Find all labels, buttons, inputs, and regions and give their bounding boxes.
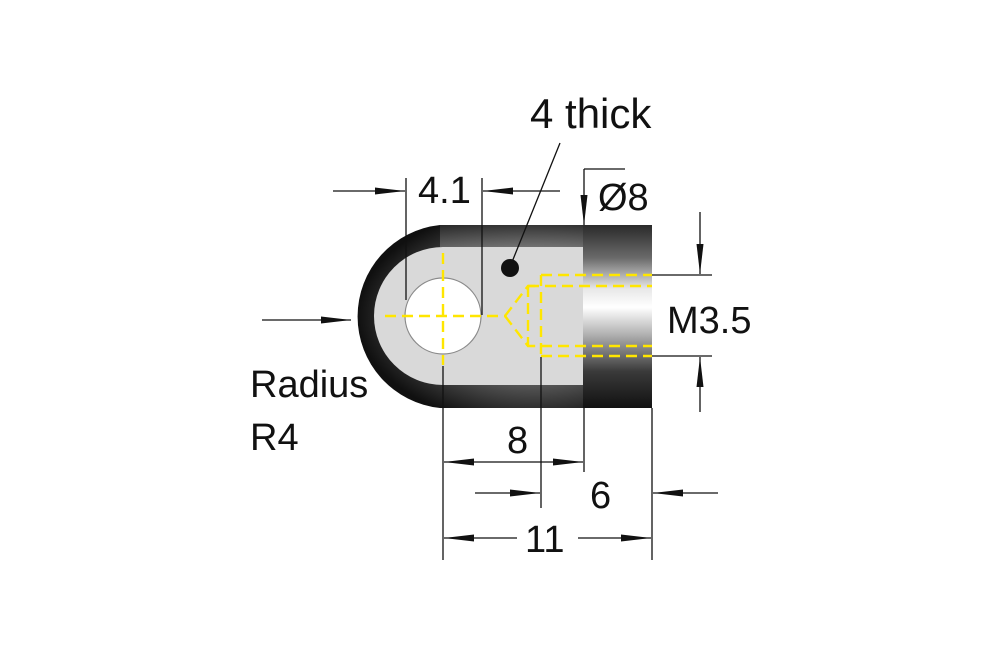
dimension-lines	[262, 142, 718, 560]
overall-length-label: 11	[525, 519, 564, 561]
hole-offset-label: 4.1	[418, 170, 471, 212]
flat-length-label: 8	[507, 420, 528, 462]
thickness-label: 4 thick	[530, 90, 652, 137]
radius-label: Radius	[250, 364, 368, 406]
thickness-marker-dot	[501, 259, 519, 277]
shank-length-label: 6	[590, 475, 611, 517]
hidden-lines	[385, 253, 652, 365]
diameter-label: Ø8	[598, 177, 649, 219]
radius-value-label: R4	[250, 417, 299, 459]
thread-label: M3.5	[667, 300, 751, 342]
shank	[583, 225, 652, 408]
